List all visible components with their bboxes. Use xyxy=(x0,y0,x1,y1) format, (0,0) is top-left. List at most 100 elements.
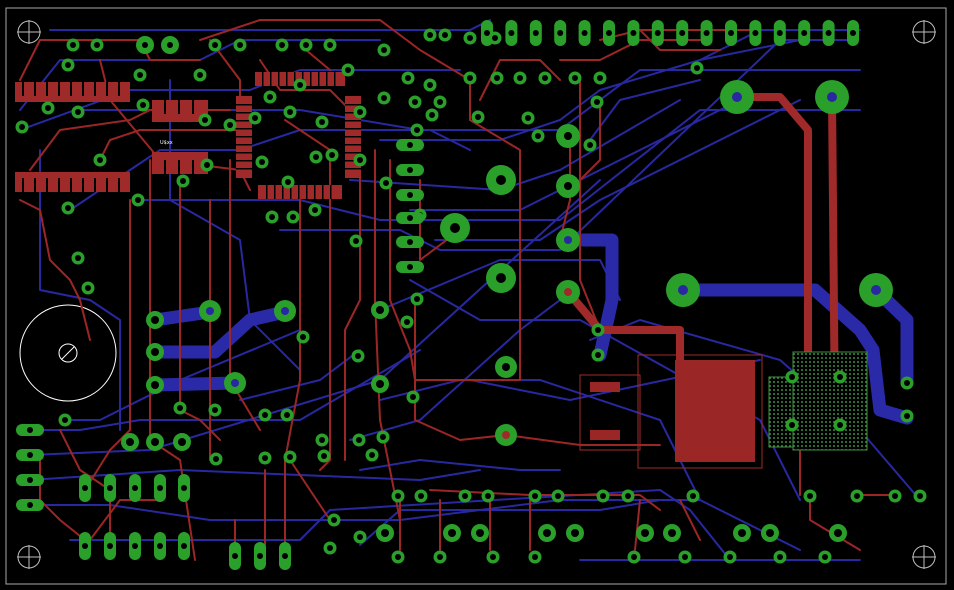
through-hole-pad[interactable] xyxy=(538,524,556,542)
oblong-pad[interactable] xyxy=(178,532,190,560)
through-hole-pad[interactable] xyxy=(146,311,164,329)
tqfp-pin-gaps xyxy=(236,72,361,199)
header-pin[interactable] xyxy=(749,20,762,46)
oblong-pad[interactable] xyxy=(129,474,141,502)
header-pin[interactable] xyxy=(798,20,811,46)
via-hole xyxy=(252,115,258,121)
via-hole xyxy=(75,109,81,115)
header-pin[interactable] xyxy=(578,20,591,46)
oblong-pad[interactable] xyxy=(396,189,424,201)
header-strip-top[interactable] xyxy=(481,20,859,46)
ring-pad-set[interactable] xyxy=(121,301,847,542)
through-hole-pad[interactable] xyxy=(829,524,847,542)
through-hole-pad[interactable] xyxy=(146,433,164,451)
oblong-pad[interactable] xyxy=(16,499,44,511)
through-hole-pad[interactable] xyxy=(636,524,654,542)
header-pin[interactable] xyxy=(725,20,737,46)
via-hole xyxy=(140,102,146,108)
oblong-pad[interactable] xyxy=(229,542,241,570)
header-pin[interactable] xyxy=(773,20,786,46)
header-pin[interactable] xyxy=(676,20,689,46)
via-hole xyxy=(180,178,186,184)
via-hole xyxy=(327,42,333,48)
via-hole xyxy=(65,205,71,211)
oblong-pad[interactable] xyxy=(178,474,190,502)
via-hole xyxy=(287,109,293,115)
through-hole-pad[interactable] xyxy=(443,524,461,542)
header-pin[interactable] xyxy=(822,20,835,46)
via-hole xyxy=(319,437,325,443)
mounting-hole-bottom-right xyxy=(912,545,936,569)
oblong-pad[interactable] xyxy=(396,164,424,176)
oblong-pad[interactable] xyxy=(396,261,424,273)
oblong-pad[interactable] xyxy=(396,236,424,248)
via-hole xyxy=(269,214,275,220)
through-hole-pad[interactable] xyxy=(371,301,389,319)
via-hole xyxy=(227,122,233,128)
via-hole xyxy=(357,109,363,115)
oblong-pad[interactable] xyxy=(154,474,166,502)
through-hole-pad[interactable] xyxy=(471,524,489,542)
oblong-pad[interactable] xyxy=(79,474,91,502)
through-hole-pad[interactable] xyxy=(146,376,164,394)
oblong-pad[interactable] xyxy=(104,532,116,560)
oblong-pad[interactable] xyxy=(279,542,291,570)
through-hole-pad[interactable] xyxy=(173,433,191,451)
through-hole-pad[interactable] xyxy=(376,524,394,542)
hatched-component-area xyxy=(768,351,868,451)
oblong-pad[interactable] xyxy=(16,474,44,486)
header-pin[interactable] xyxy=(505,20,518,46)
through-hole-pad[interactable] xyxy=(761,524,779,542)
via-hole xyxy=(369,452,375,458)
via-hole xyxy=(62,417,68,423)
through-hole-pad[interactable] xyxy=(733,524,751,542)
via-hole xyxy=(462,493,468,499)
oblong-pad[interactable] xyxy=(16,449,44,461)
header-pin[interactable] xyxy=(529,20,542,46)
oblong-pad[interactable] xyxy=(104,474,116,502)
oblong-pad[interactable] xyxy=(16,424,44,436)
oblong-pad[interactable] xyxy=(79,532,91,560)
via-hole xyxy=(237,42,243,48)
large-pads[interactable] xyxy=(440,80,893,307)
via-hole xyxy=(300,334,306,340)
via-hole xyxy=(65,62,71,68)
via-hole xyxy=(45,105,51,111)
via-hole xyxy=(404,319,410,325)
smd-ic-small-gaps xyxy=(164,100,194,174)
medium-pads[interactable] xyxy=(136,36,580,446)
header-pin[interactable] xyxy=(554,20,567,46)
via-hole xyxy=(837,374,843,380)
via-hole xyxy=(492,35,498,41)
through-hole-pad[interactable] xyxy=(121,433,139,451)
through-hole-pad[interactable] xyxy=(566,524,584,542)
via-hole xyxy=(427,32,433,38)
via-hole xyxy=(329,152,335,158)
header-pin[interactable] xyxy=(627,20,640,46)
via-hole xyxy=(319,119,325,125)
oblong-pad[interactable] xyxy=(129,532,141,560)
through-hole-pad[interactable] xyxy=(146,343,164,361)
via-hole xyxy=(917,493,923,499)
via-hole xyxy=(600,493,606,499)
oblong-pad[interactable] xyxy=(396,139,424,151)
oblong-pad[interactable] xyxy=(154,532,166,560)
via-hole xyxy=(625,493,631,499)
via-hole xyxy=(631,554,637,560)
oblong-pad[interactable] xyxy=(254,542,266,570)
pad-large-5 xyxy=(486,165,516,195)
header-pin[interactable] xyxy=(847,20,859,46)
via-hole xyxy=(137,72,143,78)
via-hole xyxy=(356,437,362,443)
via-hole xyxy=(789,422,795,428)
through-hole-pad[interactable] xyxy=(371,375,389,393)
header-pin[interactable] xyxy=(651,20,664,46)
oblong-pad[interactable] xyxy=(396,212,424,224)
header-pin[interactable] xyxy=(700,20,713,46)
header-pin[interactable] xyxy=(603,20,615,46)
via-hole xyxy=(490,554,496,560)
through-hole-pad[interactable] xyxy=(663,524,681,542)
via-hole xyxy=(904,380,910,386)
oblong-pad-set[interactable] xyxy=(16,139,424,570)
